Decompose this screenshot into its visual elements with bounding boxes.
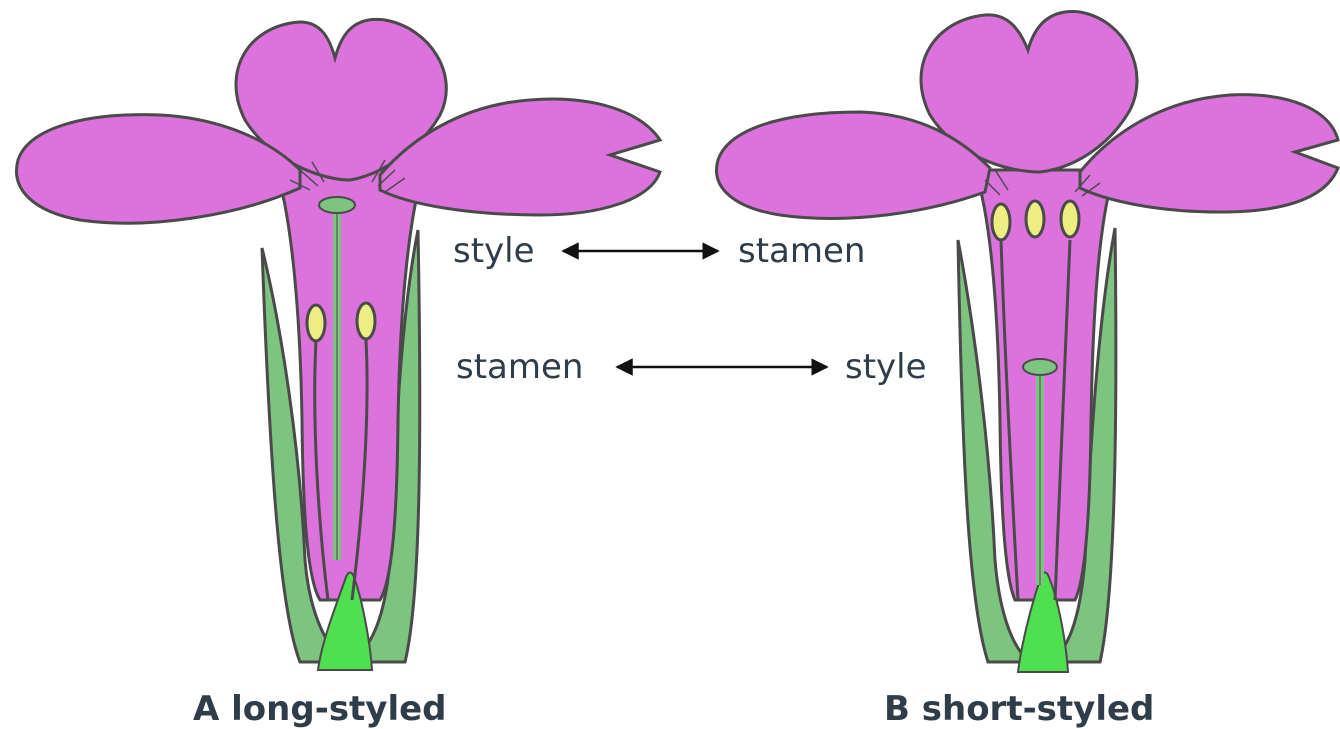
label-style-bottom: style (845, 347, 927, 387)
label-row-1: style stamen (453, 231, 865, 271)
caption-b-short-styled: B short-styled (884, 689, 1154, 729)
flower-a-anther-right (357, 303, 375, 339)
label-stamen-top: stamen (738, 231, 865, 271)
flower-a-anther-left (307, 305, 325, 341)
flower-b-anther-middle (1026, 201, 1044, 237)
flower-a-long-styled (17, 19, 660, 670)
flower-b-stigma (1023, 359, 1057, 375)
flower-b-anther-left (992, 204, 1010, 240)
label-style-top: style (453, 231, 535, 271)
caption-a-long-styled: A long-styled (193, 689, 447, 729)
label-row-2: stamen style (456, 347, 927, 387)
flower-b-short-styled (717, 12, 1338, 672)
flower-b-anther-right (1061, 201, 1079, 237)
flower-a-stigma (319, 197, 355, 213)
label-stamen-bottom: stamen (456, 347, 583, 387)
